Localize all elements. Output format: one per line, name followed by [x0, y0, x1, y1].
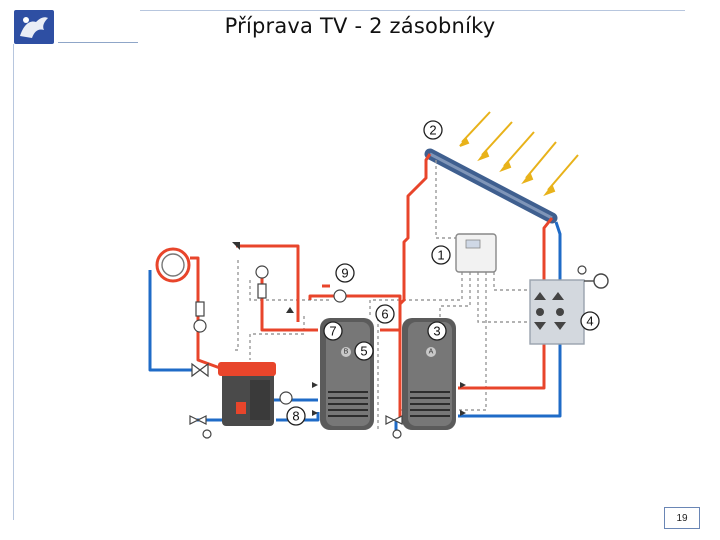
label-9: 9: [341, 266, 348, 281]
cold-pipes: [148, 221, 562, 430]
boiler-icon: [218, 362, 276, 426]
label-1: 1: [437, 248, 444, 263]
pump-station-icon: [529, 265, 609, 345]
page-number: 19: [664, 507, 700, 529]
label-2: 2: [429, 123, 436, 138]
sun-ray-icon: [459, 111, 579, 197]
tank-mark-b: B: [344, 349, 349, 356]
logo-icon: [14, 10, 54, 44]
label-4: 4: [586, 314, 593, 329]
side-rule: [13, 44, 14, 520]
storage-tank-icon: [402, 318, 456, 430]
solar-collector-icon: [424, 148, 558, 224]
label-7: 7: [329, 324, 336, 339]
label-5: 5: [360, 344, 367, 359]
flow-arrows: [232, 242, 466, 416]
expansion-vessel-icon: [155, 247, 191, 283]
hot-pipes: [190, 153, 554, 420]
header-rule-left: [58, 42, 138, 43]
pump-icon: [193, 265, 347, 405]
controller-icon: [455, 233, 497, 273]
control-lines: [232, 160, 530, 430]
page-title: Příprava TV - 2 zásobníky: [224, 14, 496, 38]
header-rule-right: [140, 10, 685, 11]
label-circles: [286, 120, 600, 426]
valve-icon: [189, 362, 403, 439]
tank-mark-a: A: [429, 349, 434, 356]
label-3: 3: [433, 324, 440, 339]
label-6: 6: [381, 307, 388, 322]
label-8: 8: [292, 409, 299, 424]
page-number-text: 19: [676, 512, 688, 524]
